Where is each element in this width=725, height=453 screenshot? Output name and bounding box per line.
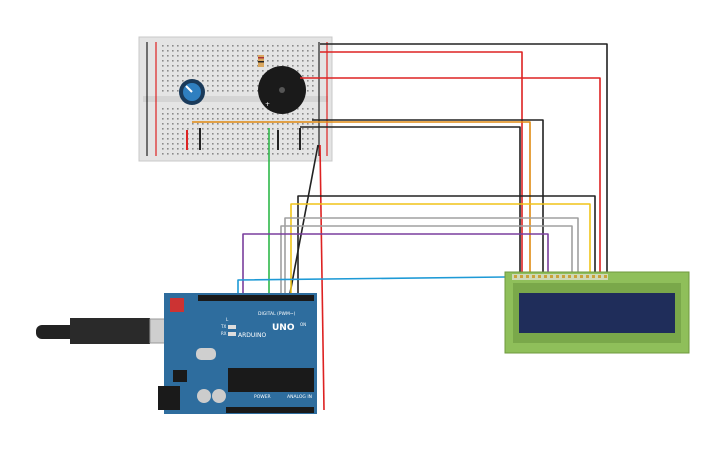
svg-text:+: + [265, 101, 270, 108]
rx-label: RX [221, 331, 227, 336]
power-label: POWER [254, 394, 271, 400]
crystal [196, 348, 216, 360]
wire-red-buzzer[interactable] [300, 77, 601, 275]
resistor[interactable] [258, 55, 264, 67]
analog-header [226, 407, 314, 413]
analog-label: ANALOG IN [287, 394, 312, 400]
wire-red-power[interactable] [319, 144, 325, 411]
arduino-uno[interactable]: ARDUINO UNO DIGITAL (PWM~) POWER ANALOG … [158, 293, 317, 414]
piezo-buzzer[interactable]: + [258, 66, 306, 114]
brand-label: ARDUINO [238, 332, 267, 339]
lcd-pins [514, 275, 607, 278]
tx-label: TX [220, 324, 226, 329]
wire-black-lcd[interactable] [300, 126, 521, 275]
wire-black-top[interactable] [320, 43, 608, 275]
wire-black-right[interactable] [312, 119, 544, 275]
lcd-16x2[interactable] [504, 271, 690, 354]
wire-red-top[interactable] [320, 51, 523, 275]
reset-button[interactable] [170, 298, 184, 312]
l-label: L [226, 317, 229, 322]
regulator [173, 370, 187, 382]
wire-purple[interactable] [242, 233, 549, 298]
potentiometer[interactable] [179, 79, 205, 105]
capacitor-2 [212, 389, 226, 403]
digital-label: DIGITAL (PWM~) [258, 311, 296, 317]
wire-yellow[interactable] [290, 203, 591, 298]
wire-black-mid[interactable] [297, 195, 596, 298]
wire-blue[interactable] [237, 276, 506, 298]
on-label: ON [300, 322, 306, 327]
wire-orange[interactable] [192, 121, 531, 275]
wire-gray-1[interactable] [284, 217, 579, 298]
atmega-chip [228, 368, 314, 392]
power-jack [158, 386, 180, 410]
capacitor-1 [197, 389, 211, 403]
wire-gray-2[interactable] [280, 225, 573, 298]
model-label: UNO [272, 323, 295, 333]
digital-header [198, 295, 314, 301]
